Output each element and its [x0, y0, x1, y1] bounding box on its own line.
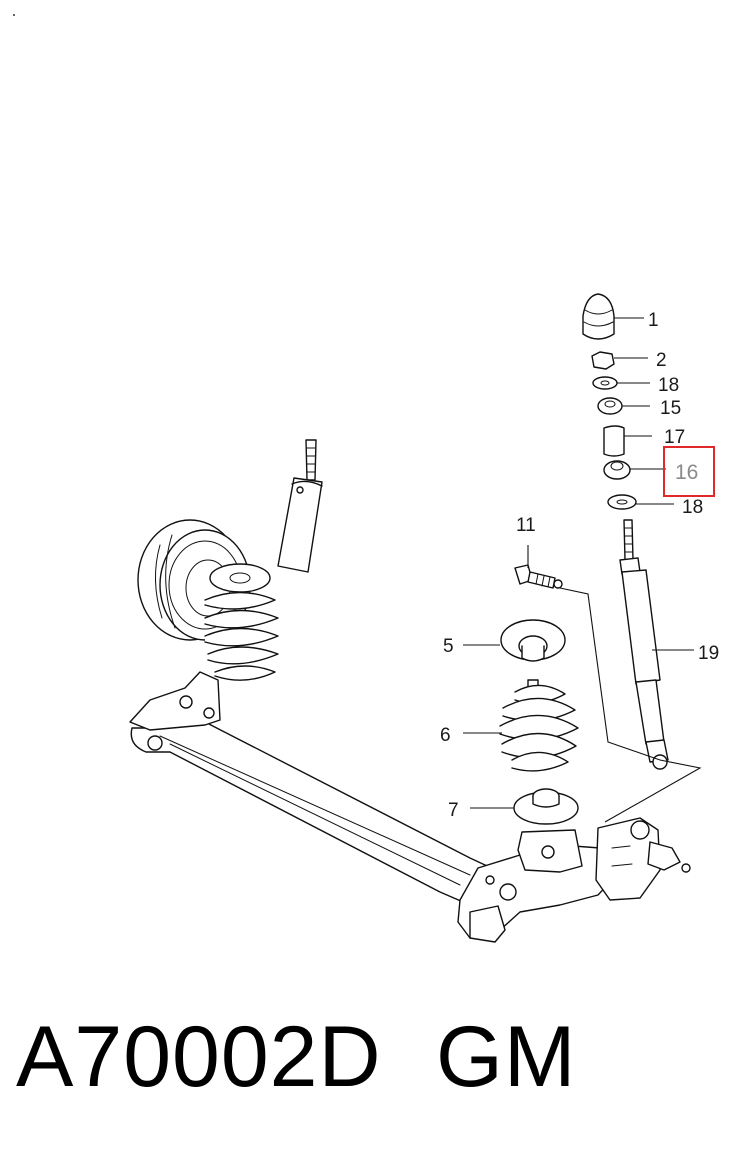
callout-2: 2 — [656, 350, 667, 371]
rubber-bushing-lower — [603, 460, 631, 480]
washer-lower — [607, 494, 637, 510]
spacer-sleeve — [603, 425, 625, 457]
callout-6: 6 — [440, 725, 451, 746]
washer-upper — [592, 376, 618, 390]
rubber-bushing-upper — [597, 397, 623, 415]
callout-5: 5 — [443, 636, 454, 657]
shock-absorber — [619, 519, 669, 770]
callout-7: 7 — [448, 800, 459, 821]
callout-1: 1 — [648, 310, 659, 331]
part-code-caption: A70002D — [16, 1009, 382, 1105]
leader-lines — [463, 317, 702, 823]
coil-spring — [499, 679, 579, 772]
callout-18-upper: 18 — [658, 375, 679, 396]
brand-caption: GM — [436, 1009, 577, 1105]
spring-lower-seat — [513, 788, 579, 825]
callout-labels: 1 2 18 15 17 16 18 11 19 5 6 7 — [440, 310, 719, 821]
callout-11: 11 — [516, 515, 536, 536]
bump-stop-cap — [582, 293, 615, 340]
axle-beam — [129, 671, 691, 943]
mounting-bolt — [514, 564, 563, 589]
callout-18-lower: 18 — [682, 497, 703, 518]
callout-15: 15 — [660, 398, 681, 419]
nut — [591, 351, 615, 370]
callout-16: 16 — [675, 461, 698, 484]
callout-17: 17 — [664, 427, 685, 448]
callout-19: 19 — [698, 643, 719, 664]
left-shock-absorber — [277, 439, 323, 573]
spring-upper-seat — [500, 619, 566, 662]
left-coil-spring — [204, 563, 279, 681]
highlight-box — [663, 446, 715, 497]
